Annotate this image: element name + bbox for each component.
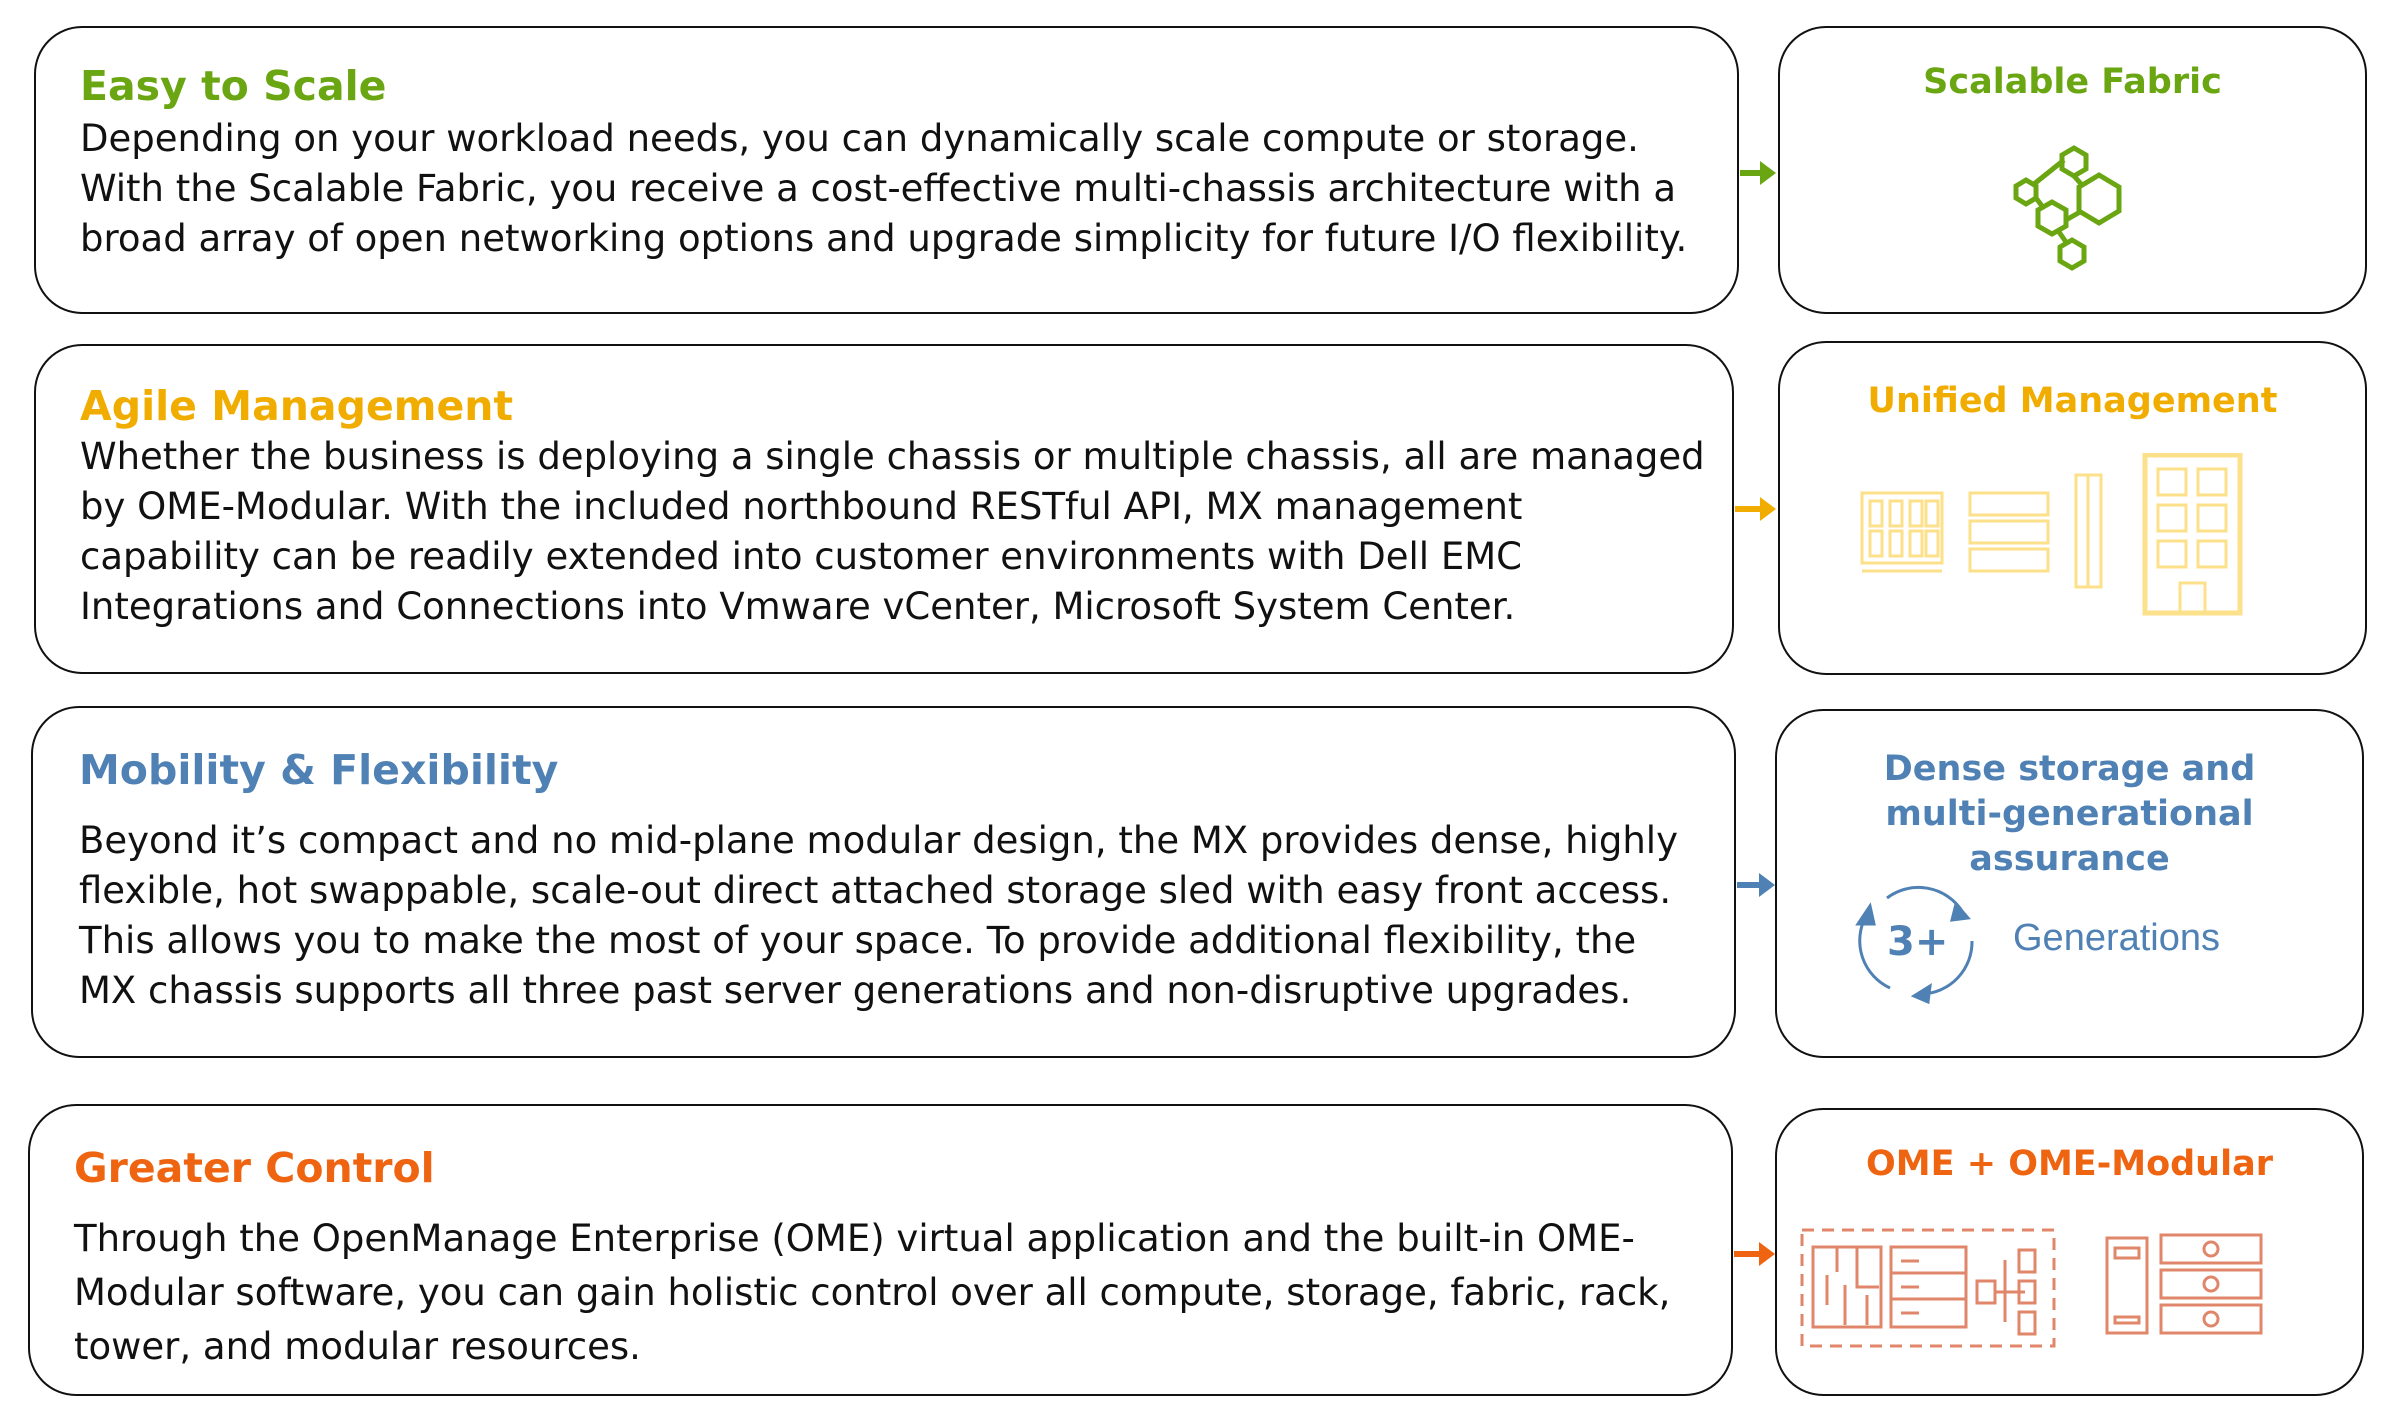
row-title: Easy to Scale <box>80 62 387 110</box>
agile-management-box: Agile Management Whether the business is… <box>34 344 1734 674</box>
dense-storage-card: Dense storage and multi-generational ass… <box>1775 709 2364 1058</box>
card-title: Scalable Fabric <box>1923 62 2222 102</box>
cycle-arrows-icon <box>1855 885 1974 1005</box>
ome-modular-card: OME + OME-Modular <box>1775 1108 2364 1396</box>
generations-badge: 3+ <box>1887 919 1949 965</box>
arrow-icon <box>1740 161 1776 185</box>
scalable-fabric-card: Scalable Fabric <box>1778 26 2367 314</box>
unified-management-card: Unified Management <box>1778 341 2367 675</box>
row-title: Greater Control <box>74 1144 435 1192</box>
row-description: Depending on your workload needs, you ca… <box>80 117 1688 260</box>
mobility-flexibility-box: Mobility & Flexibility Beyond it’s compa… <box>31 706 1736 1058</box>
arrow-icon <box>1734 1242 1775 1266</box>
infrastructure-icon <box>1800 1228 2263 1348</box>
arrow-icon <box>1737 873 1775 897</box>
row-title: Agile Management <box>80 382 514 430</box>
row-description: Whether the business is deploying a sing… <box>80 435 1705 628</box>
easy-to-scale-box: Easy to Scale Depending on your workload… <box>34 26 1739 314</box>
card-title: OME + OME-Modular <box>1866 1144 2273 1184</box>
card-title: Unified Management <box>1867 381 2278 421</box>
row-description: Beyond it’s compact and no mid-plane mod… <box>79 819 1678 1012</box>
greater-control-box: Greater Control Through the OpenManage E… <box>28 1104 1733 1396</box>
card-title: Dense storage and multi-generational ass… <box>1883 749 2256 879</box>
servers-building-icon <box>1860 453 2243 616</box>
arrow-icon <box>1735 497 1776 521</box>
row-title: Mobility & Flexibility <box>79 746 559 794</box>
hexagon-network-icon <box>2013 145 2122 271</box>
row-description: Through the OpenManage Enterprise (OME) … <box>74 1217 1671 1368</box>
generations-label: Generations <box>2013 917 2221 959</box>
